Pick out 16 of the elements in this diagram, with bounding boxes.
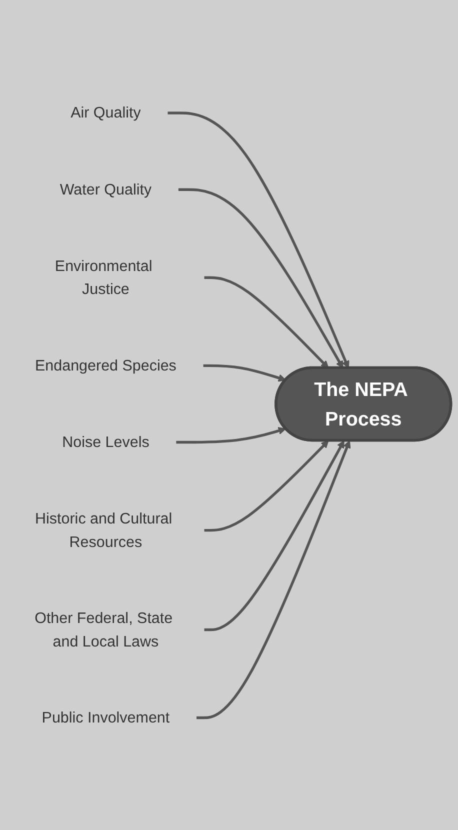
arrow	[196, 440, 351, 719]
arrow	[168, 111, 350, 368]
arrow	[204, 440, 344, 631]
node-text: Environmental Justice	[54, 257, 152, 297]
node-text: Water Quality	[60, 180, 152, 198]
node-text: Historic and Cultural Resources	[35, 510, 172, 550]
arrow	[178, 188, 344, 368]
arrow	[176, 426, 286, 444]
node-text: Endangered Species	[35, 356, 176, 374]
node-text: Public Involvement	[42, 708, 170, 726]
arrow	[204, 440, 329, 532]
arrow	[204, 276, 329, 368]
arrow	[203, 364, 286, 382]
node-text: Air Quality	[70, 104, 141, 121]
node-text: Other Federal, State and Local Laws	[34, 609, 173, 650]
node-text: Noise Levels	[62, 433, 150, 450]
